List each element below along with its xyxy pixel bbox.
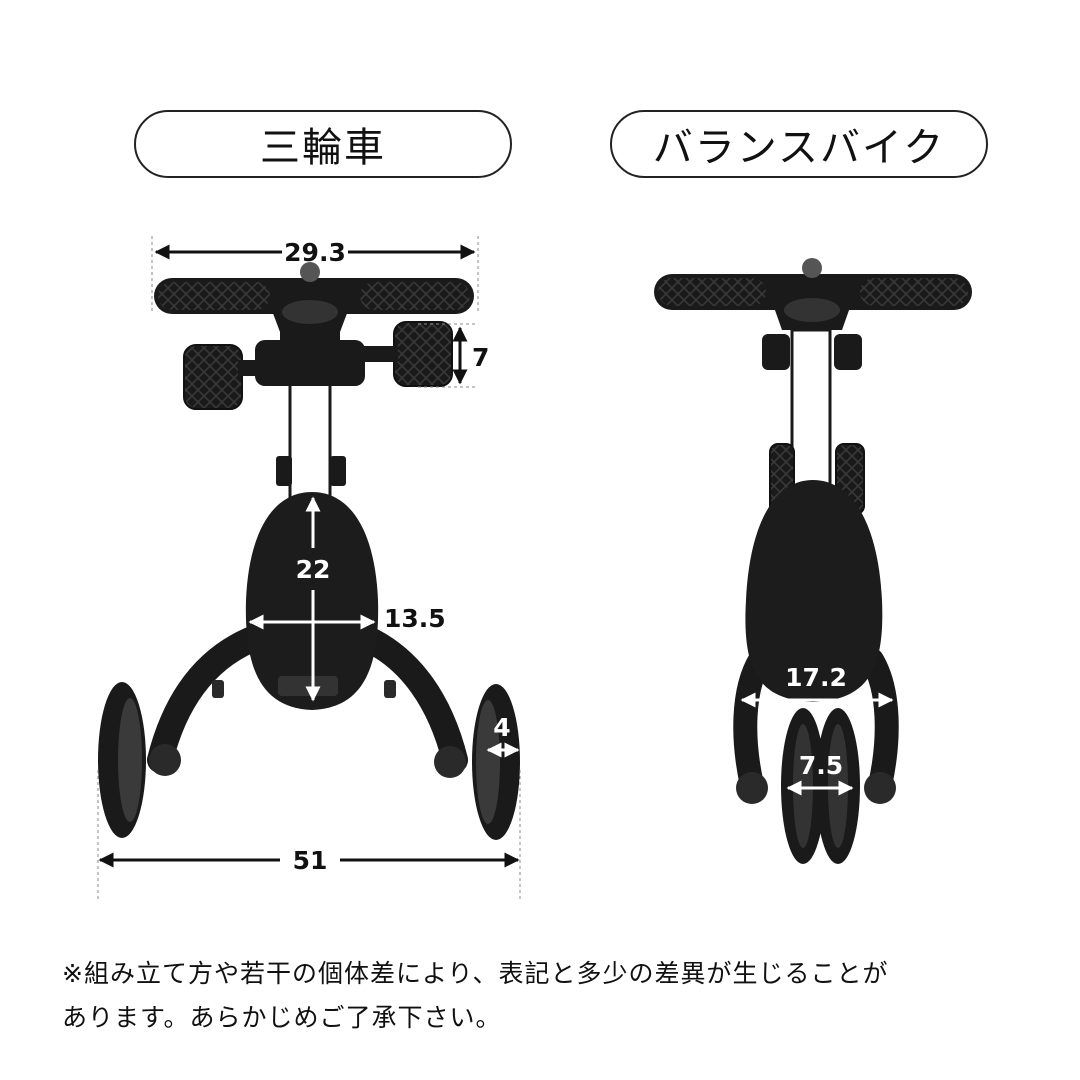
tricycle-dimensions xyxy=(97,236,521,900)
balance-bike-label: バランスバイク xyxy=(610,110,988,178)
balance-bike-icon xyxy=(654,258,972,864)
balance-frame-width-label: 17.2 xyxy=(785,663,847,692)
disclaimer-line-2: あります。あらかじめご了承下さい。 xyxy=(62,1003,502,1032)
seat-width-label: 13.5 xyxy=(384,604,446,633)
pedal-height-label: 7 xyxy=(472,343,489,372)
disclaimer-line-1: ※組み立て方や若干の個体差により、表記と多少の差異が生じることが xyxy=(62,959,889,988)
wheel-width-label: 4 xyxy=(493,713,510,742)
balance-wheel-width-label: 7.5 xyxy=(799,751,843,780)
balance-bike-dimensions xyxy=(740,692,894,796)
tricycle-width-label: 51 xyxy=(293,846,328,875)
tricycle-icon xyxy=(98,262,520,840)
seat-length-label: 22 xyxy=(296,555,331,584)
handlebar-width-label: 29.3 xyxy=(284,238,346,267)
tricycle-label: 三輪車 xyxy=(134,110,512,178)
tricycle-label-text: 三輪車 xyxy=(260,125,386,171)
balance-bike-label-text: バランスバイク xyxy=(652,125,946,171)
